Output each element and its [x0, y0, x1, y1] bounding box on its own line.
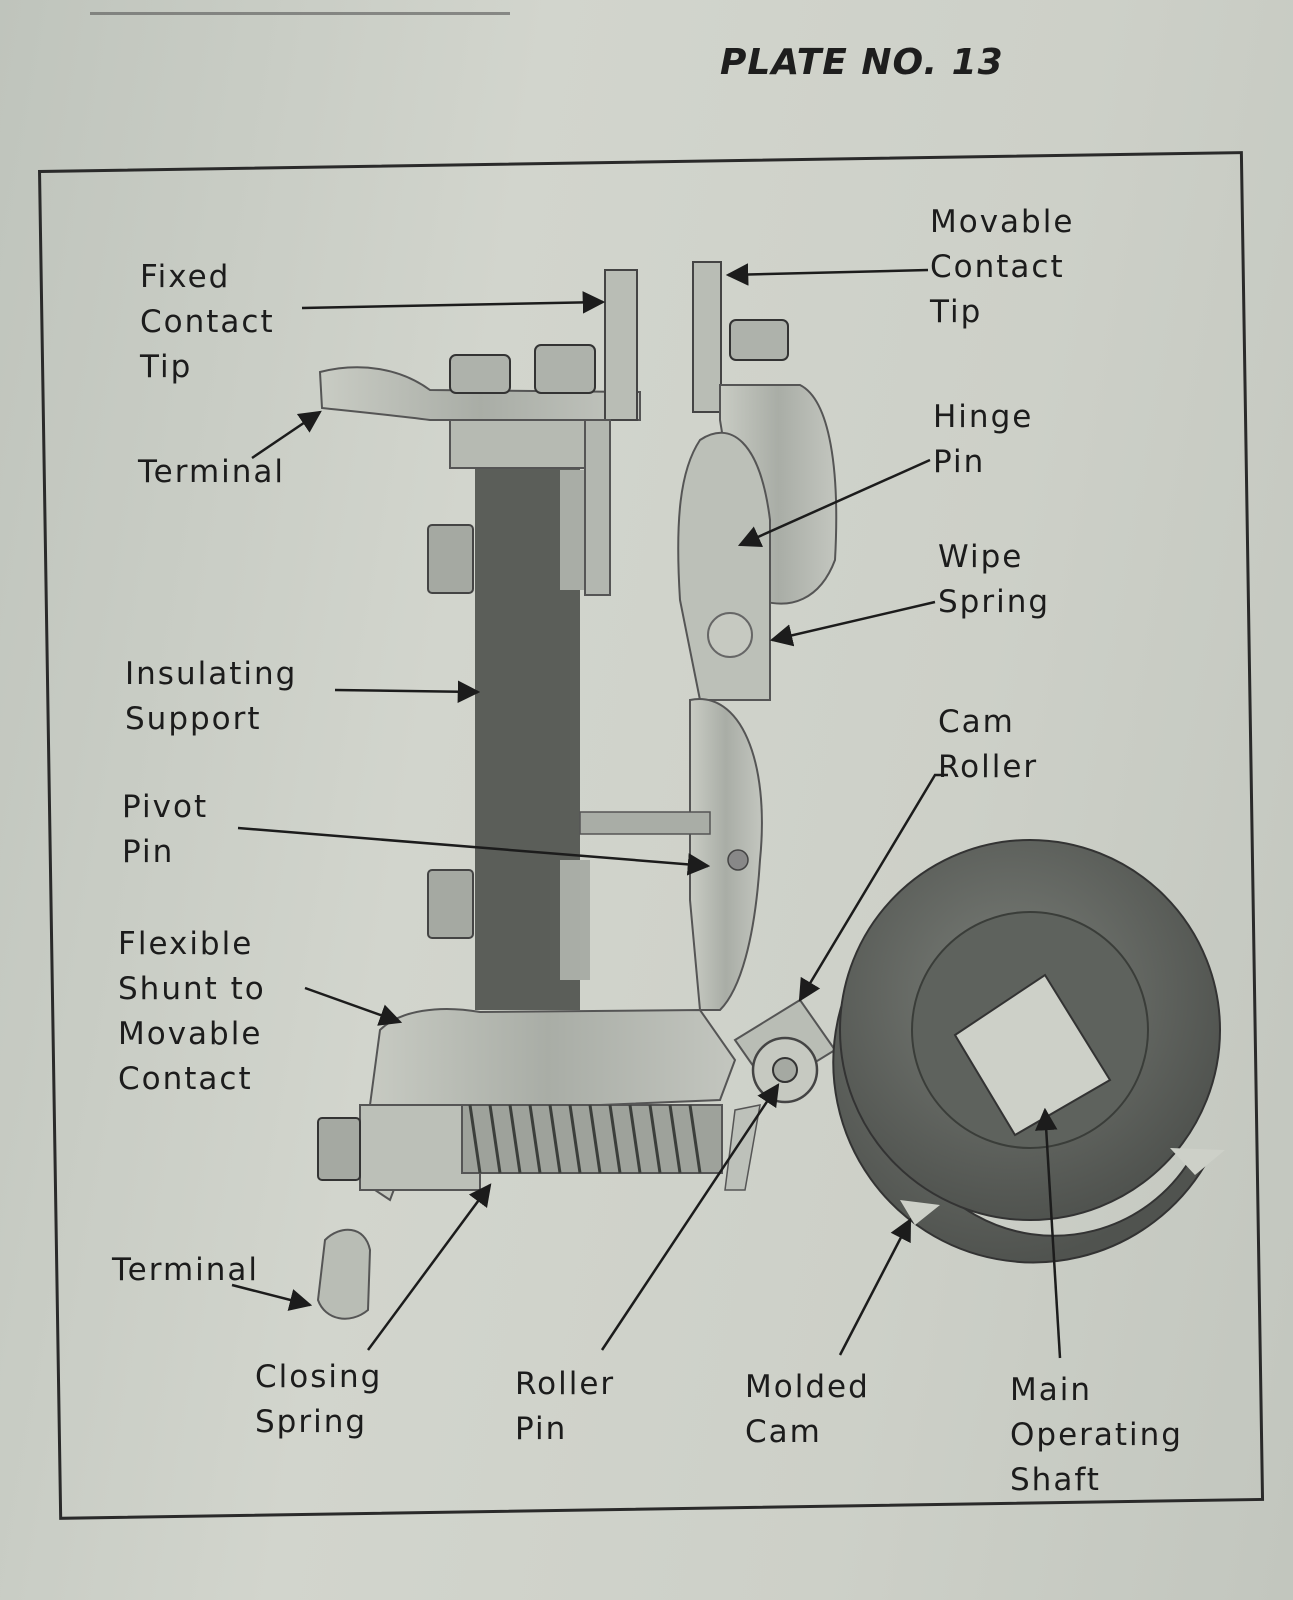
leader-pivot-pin: [237, 826, 711, 876]
leader-flexible-shunt: [304, 986, 403, 1026]
label-main-operating-shaft: Main Operating Shaft: [1010, 1372, 1183, 1498]
label-roller-pin: Roller Pin: [515, 1366, 616, 1447]
leader-terminal-bottom: [231, 1283, 313, 1311]
leader-terminal-top: [251, 410, 322, 460]
label-flexible-shunt: Flexible Shunt to Movable Contact: [118, 926, 266, 1097]
label-fixed-contact-tip: Fixed Contact Tip: [140, 259, 275, 385]
leader-lines: [231, 263, 1062, 1359]
plate-title: PLATE NO. 13: [720, 42, 1004, 83]
leader-wipe-spring: [769, 600, 936, 647]
leader-movable-contact-tip: [725, 263, 929, 286]
label-pivot-pin: Pivot Pin: [122, 789, 209, 870]
leader-molded-cam: [838, 1218, 912, 1356]
leader-roller-pin: [600, 1083, 780, 1351]
leader-cam-roller: [798, 773, 948, 1002]
top-rule: [90, 12, 510, 15]
cam-roller-part: [724, 998, 837, 1191]
label-closing-spring: Closing Spring: [255, 1359, 383, 1440]
label-cam-roller: Cam Roller: [938, 704, 1039, 785]
leader-closing-spring: [366, 1183, 492, 1351]
leader-insulating-support: [334, 680, 481, 703]
closing-spring-part: [461, 1104, 723, 1174]
insulating-support-part: [427, 455, 590, 1010]
leader-hinge-pin: [737, 458, 931, 547]
leader-main-operating-shaft: [1034, 1107, 1062, 1359]
label-movable-contact-tip: Movable Contact Tip: [930, 204, 1075, 330]
leader-fixed-contact-tip: [301, 291, 606, 314]
fixed-contact-part: [318, 269, 641, 596]
label-terminal-top: Terminal: [138, 454, 286, 490]
movable-contact-part: [579, 261, 838, 1011]
label-terminal-bottom: Terminal: [112, 1252, 260, 1288]
label-hinge-pin: Hinge Pin: [933, 399, 1034, 480]
label-insulating-support: Insulating Support: [125, 656, 298, 737]
label-wipe-spring: Wipe Spring: [938, 539, 1051, 620]
label-molded-cam: Molded Cam: [745, 1369, 870, 1450]
molded-cam-part: [832, 839, 1225, 1264]
